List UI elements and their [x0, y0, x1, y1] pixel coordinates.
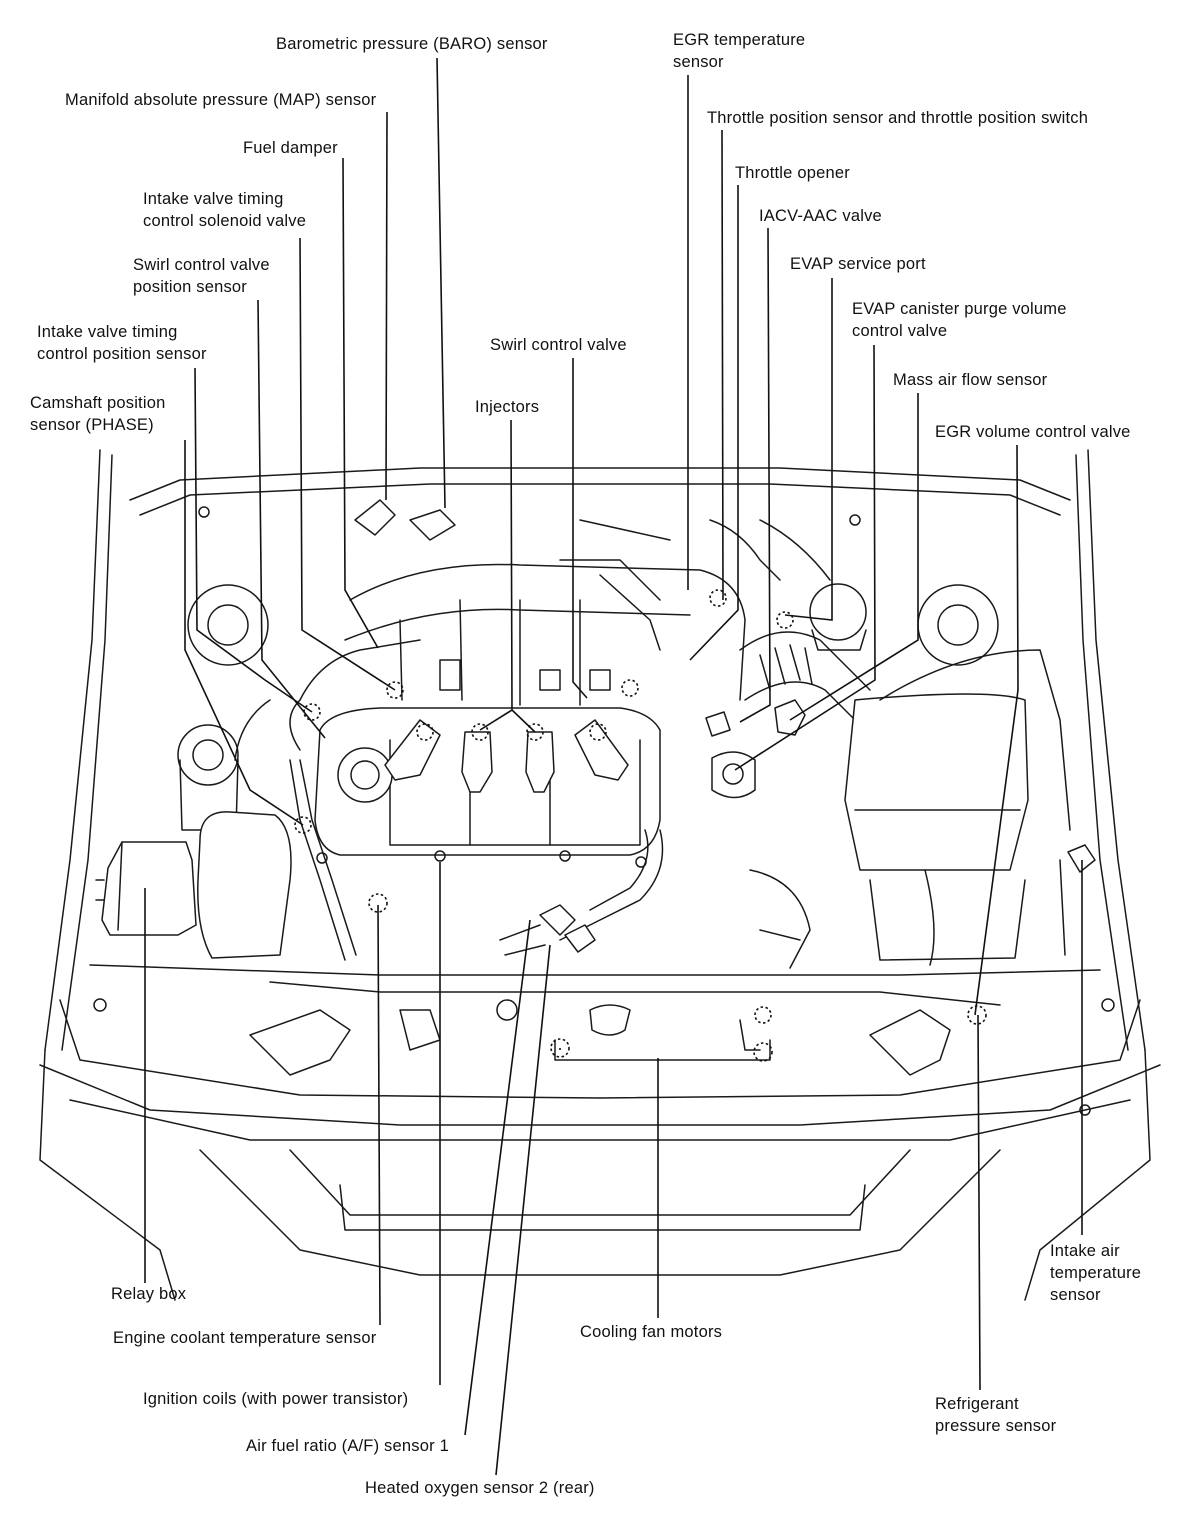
label-swirl-control-valve: Swirl control valve	[490, 336, 627, 354]
label-egr-volume-control-valve: EGR volume control valve	[935, 423, 1131, 441]
label-refrigerant-pressure-sensor-line1: Refrigerant	[935, 1395, 1019, 1413]
label-intake-air-temp-sensor-line3: sensor	[1050, 1286, 1101, 1304]
label-ivt-position-sensor-line1: Intake valve timing	[37, 323, 178, 341]
label-ivt-solenoid-line2: control solenoid valve	[143, 212, 307, 230]
label-ivt-position-sensor-line2: control position sensor	[37, 345, 207, 363]
label-map-sensor: Manifold absolute pressure (MAP) sensor	[65, 91, 377, 109]
label-intake-air-temp-sensor-line1: Intake air	[1050, 1242, 1120, 1260]
label-camshaft-position-sensor-line2: sensor (PHASE)	[30, 416, 154, 434]
label-egr-temperature-sensor-line1: EGR temperature	[673, 31, 806, 49]
label-evap-service-port: EVAP service port	[790, 255, 926, 273]
label-camshaft-position-sensor-line1: Camshaft position	[30, 394, 166, 412]
label-iacv-aac-valve: IACV-AAC valve	[759, 207, 882, 225]
label-fuel-damper: Fuel damper	[243, 139, 338, 157]
label-relay-box: Relay box	[111, 1285, 187, 1303]
label-evap-purge-valve-line1: EVAP canister purge volume	[852, 300, 1067, 318]
label-evap-purge-valve-line2: control valve	[852, 322, 948, 340]
label-heated-oxygen-sensor-2: Heated oxygen sensor 2 (rear)	[365, 1479, 595, 1497]
leader-lines	[144, 57, 1083, 1476]
label-ignition-coils: Ignition coils (with power transistor)	[143, 1390, 409, 1408]
label-egr-temperature-sensor-line2: sensor	[673, 53, 724, 71]
label-air-fuel-ratio-sensor: Air fuel ratio (A/F) sensor 1	[246, 1437, 449, 1455]
label-mass-air-flow-sensor: Mass air flow sensor	[893, 371, 1048, 389]
label-throttle-opener: Throttle opener	[735, 164, 850, 182]
label-cooling-fan-motors: Cooling fan motors	[580, 1323, 723, 1341]
label-throttle-position-sensor: Throttle position sensor and throttle po…	[707, 109, 1089, 127]
label-injectors: Injectors	[475, 398, 540, 416]
label-swirl-position-sensor-line1: Swirl control valve	[133, 256, 270, 274]
ignition-coil-shapes	[384, 719, 629, 793]
label-intake-air-temp-sensor-line2: temperature	[1050, 1264, 1142, 1282]
label-swirl-position-sensor-line2: position sensor	[133, 278, 247, 296]
label-refrigerant-pressure-sensor-line2: pressure sensor	[935, 1417, 1057, 1435]
location-markers	[294, 589, 987, 1062]
label-engine-coolant-temp-sensor: Engine coolant temperature sensor	[113, 1329, 377, 1347]
engine-bay-outline	[39, 449, 1161, 1301]
label-ivt-solenoid-line1: Intake valve timing	[143, 190, 284, 208]
label-baro-sensor: Barometric pressure (BARO) sensor	[276, 35, 548, 53]
